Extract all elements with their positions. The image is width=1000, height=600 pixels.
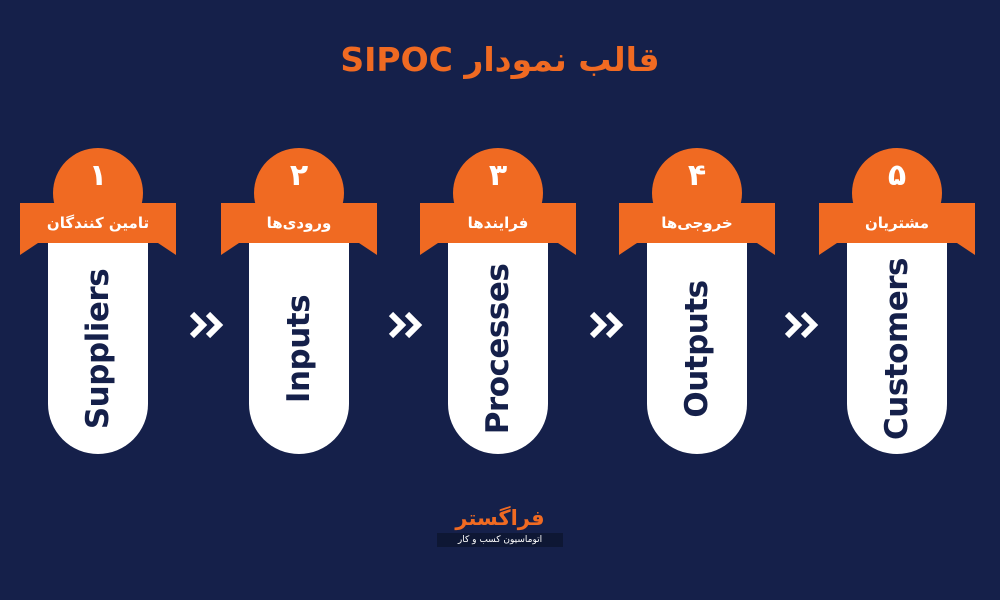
band-notch: [619, 243, 637, 255]
band-notch: [158, 243, 176, 255]
step-suppliers: ۱ تامین کنندگان Suppliers: [20, 148, 176, 458]
step-label-en: Processes: [480, 263, 516, 434]
step-label-fa: فرایندها: [467, 214, 529, 232]
double-chevron-right-icon: [388, 311, 423, 339]
step-outputs: ۴ خروجی‌ها Outputs: [619, 148, 775, 458]
step-label-en: Customers: [879, 257, 915, 440]
step-label-en: Inputs: [281, 294, 317, 403]
step-inputs: ۲ ورودی‌ها Inputs: [221, 148, 377, 458]
band-notch: [558, 243, 576, 255]
step-customers: ۵ مشتریان Customers: [819, 148, 975, 458]
step-label-band: [221, 203, 377, 243]
step-label-band: [420, 203, 576, 243]
double-chevron-right-icon: [189, 311, 224, 339]
band-notch: [20, 243, 38, 255]
step-label-fa: ورودی‌ها: [266, 214, 332, 232]
step-number: ۱: [88, 158, 108, 193]
page-title: قالب نمودار SIPOC: [340, 40, 660, 79]
step-label-fa: مشتریان: [864, 214, 930, 232]
step-pill: Suppliers: [48, 243, 148, 454]
step-number: ۲: [289, 158, 309, 193]
step-number: ۴: [687, 158, 707, 193]
step-label-band: [619, 203, 775, 243]
band-notch: [221, 243, 239, 255]
band-notch: [420, 243, 438, 255]
step-pill: Outputs: [647, 243, 747, 454]
step-label-band: [819, 203, 975, 243]
brand-tagline: اتوماسیون کسب و کار: [437, 533, 563, 547]
step-label-en: Outputs: [679, 279, 715, 418]
step-number: ۵: [887, 158, 907, 193]
band-notch: [757, 243, 775, 255]
double-chevron-right-icon: [589, 311, 624, 339]
step-number: ۳: [488, 158, 508, 193]
band-notch: [819, 243, 837, 255]
double-chevron-right-icon: [784, 311, 819, 339]
step-pill: Customers: [847, 243, 947, 454]
brand-name: فراگستر: [455, 506, 545, 530]
step-pill: Inputs: [249, 243, 349, 454]
step-label-fa: خروجی‌ها: [661, 214, 733, 232]
step-pill: Processes: [448, 243, 548, 454]
step-label-en: Suppliers: [80, 268, 116, 429]
brand-logo: فراگستر اتوماسیون کسب و کار: [437, 505, 563, 547]
step-processes: ۳ فرایندها Processes: [420, 148, 576, 458]
step-label-band: [20, 203, 176, 243]
band-notch: [359, 243, 377, 255]
step-label-fa: تامین کنندگان: [46, 214, 150, 232]
band-notch: [957, 243, 975, 255]
